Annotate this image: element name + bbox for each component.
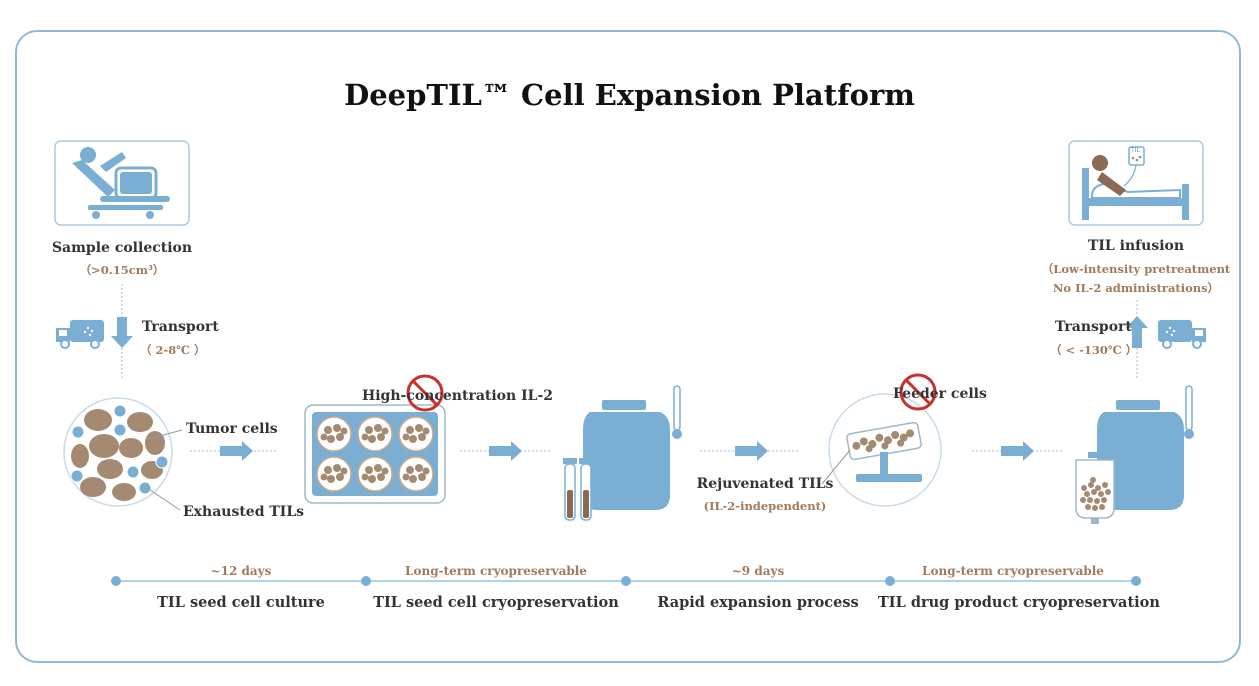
timeline — [111, 576, 1141, 586]
sample-collection-note: （>0.15cm³） — [79, 263, 165, 277]
cryo-tank-icon — [563, 385, 682, 521]
right-arrow-icon — [1001, 441, 1034, 461]
cryo-tank-bag-icon — [1075, 385, 1194, 524]
sample-collection-icon — [54, 140, 190, 226]
patient-bed-icon — [1068, 140, 1204, 226]
duration-2: Long-term cryopreservable — [405, 564, 587, 578]
diagram-frame — [15, 30, 1241, 663]
til-infusion-label: TIL infusion — [1087, 238, 1185, 254]
right-arrow-icon — [489, 441, 522, 461]
transport-left-label: Transport — [142, 319, 219, 335]
duration-1: ~12 days — [210, 564, 272, 578]
il2-label: High-concentration IL-2 — [362, 388, 554, 404]
truck-icon — [1158, 320, 1206, 349]
stage-3: Rapid expansion process — [657, 594, 859, 611]
til-infusion-note-2: No IL-2 administrations） — [1052, 281, 1220, 295]
bag-label: TIL — [1131, 147, 1140, 154]
til-infusion-note-1: （Low-intensity pretreatment — [1041, 262, 1231, 276]
culture-plate-icon — [304, 404, 446, 504]
sample-collection-label: Sample collection — [51, 240, 193, 256]
tumor-sample-icon — [63, 397, 183, 511]
feeder-cells-label: Feeder cells — [893, 386, 987, 402]
tumor-cells-label: Tumor cells — [186, 421, 278, 437]
forbidden-il2-icon — [406, 374, 444, 412]
bioreactor-icon — [821, 393, 942, 507]
transport-right-note: （ < -130℃ ） — [1050, 343, 1138, 357]
stage-4: TIL drug product cryopreservation — [878, 594, 1160, 611]
exhausted-tils-label: Exhausted TILs — [183, 504, 305, 520]
stage-2: TIL seed cell cryopreservation — [373, 594, 619, 611]
rejuvenated-tils-label: Rejuvenated TILs — [696, 476, 834, 492]
truck-icon — [56, 320, 104, 349]
rejuvenated-tils-note: (IL-2-independent) — [703, 499, 827, 513]
diagram-title: DeepTIL™ Cell Expansion Platform — [344, 78, 915, 112]
duration-4: Long-term cryopreservable — [922, 564, 1104, 578]
duration-3: ~9 days — [731, 564, 785, 578]
up-arrow-icon — [1126, 316, 1148, 348]
down-arrow-icon — [111, 317, 133, 348]
transport-right-label: Transport — [1055, 319, 1132, 335]
right-arrow-icon — [735, 441, 768, 461]
forbidden-feeder-icon — [899, 373, 937, 411]
transport-left-note: （ 2-8℃ ） — [140, 343, 206, 357]
stage-1: TIL seed cell culture — [157, 594, 325, 611]
right-arrow-icon — [220, 441, 253, 461]
